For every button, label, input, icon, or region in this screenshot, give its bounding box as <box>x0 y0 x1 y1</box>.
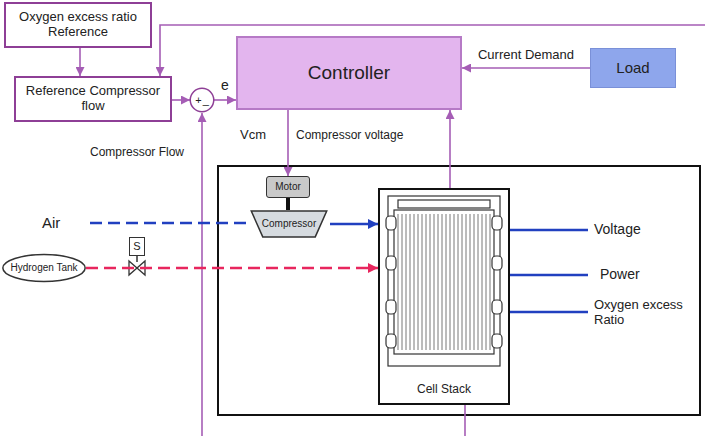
summing-junction: +_ <box>190 88 214 112</box>
port <box>386 300 396 314</box>
manifold-ports <box>386 216 502 348</box>
cell-plate <box>438 214 439 350</box>
port <box>386 216 396 230</box>
cell-plate <box>458 214 459 350</box>
connector <box>449 110 451 188</box>
hydrogen-tank: Hydrogen Tank <box>2 254 86 282</box>
edge-label: Current Demand <box>476 48 576 63</box>
cell-plate <box>442 214 443 350</box>
connector <box>86 267 378 270</box>
feedback-wire <box>201 113 203 436</box>
port <box>492 300 502 314</box>
cell-plate <box>450 214 451 350</box>
cell-plate <box>486 214 487 350</box>
cell-plate <box>426 214 427 350</box>
cell-plate <box>466 214 467 350</box>
cell-plate <box>462 214 463 350</box>
node-text: S <box>133 240 140 253</box>
reference-box: Oxygen excess ratio Reference <box>4 2 152 48</box>
cell-stack-box: Cell Stack <box>378 188 510 405</box>
cell-plate <box>446 214 447 350</box>
cell-plate <box>422 214 423 350</box>
cell-plate <box>402 214 403 350</box>
end-plate <box>398 200 490 208</box>
cell-plate <box>430 214 431 350</box>
node-text: Reference Compressor flow <box>22 84 164 114</box>
cell-plate <box>398 214 399 350</box>
connector <box>214 99 236 101</box>
connector <box>330 223 378 226</box>
node-text: + <box>195 94 201 107</box>
cell-plate <box>478 214 479 350</box>
load-box: Load <box>590 48 676 88</box>
cell-plate <box>470 214 471 350</box>
output-label: Oxygen excess Ratio <box>594 298 694 328</box>
signal-label: Compressor voltage <box>296 129 403 143</box>
solenoid-valve-box: S <box>129 237 145 256</box>
signal-name: Vcm <box>240 128 266 143</box>
port <box>386 256 396 270</box>
port <box>492 334 502 348</box>
output-line <box>510 311 588 314</box>
output-line <box>510 229 588 232</box>
cell-plates <box>398 214 490 350</box>
connector <box>462 67 590 69</box>
inlet-label: Air <box>42 214 60 231</box>
cell-plate <box>418 214 419 350</box>
cell-plate <box>454 214 455 350</box>
cell-plate <box>474 214 475 350</box>
node-text: Hydrogen Tank <box>10 262 77 274</box>
node-text: Motor <box>275 181 301 193</box>
stack-body <box>394 210 494 354</box>
cell-plate <box>410 214 411 350</box>
connector <box>172 99 190 101</box>
reference-box: Reference Compressor flow <box>14 76 172 122</box>
signal-wire <box>464 405 466 436</box>
shape-outline <box>190 88 214 112</box>
edge-label: e <box>219 77 231 93</box>
output-line <box>510 274 588 277</box>
summing-junction-outline <box>190 88 214 112</box>
node-text: Cell Stack <box>417 383 471 397</box>
cell-plate <box>406 214 407 350</box>
port <box>492 216 502 230</box>
valve-stem <box>136 256 138 262</box>
shape-outline <box>3 255 85 282</box>
stack-frame <box>388 196 500 366</box>
cell-plate <box>482 214 483 350</box>
shape-outline <box>251 211 326 237</box>
compressor-symbol: Compressor <box>248 210 330 238</box>
cell-plate <box>490 214 491 350</box>
node-text: Compressor <box>262 218 316 230</box>
port <box>386 334 396 348</box>
connector <box>287 110 289 176</box>
port <box>492 256 502 270</box>
connector <box>79 48 81 76</box>
controller-box: Controller <box>236 36 462 110</box>
signal-label: Compressor Flow <box>90 146 184 160</box>
cell-plate <box>414 214 415 350</box>
node-text: Load <box>616 59 649 76</box>
node-text: _ <box>203 94 209 107</box>
output-label: Power <box>600 266 640 282</box>
connector <box>286 198 290 210</box>
node-text: Oxygen excess ratio Reference <box>12 10 144 40</box>
output-label: Voltage <box>594 221 641 237</box>
air-inlet-line <box>90 222 246 225</box>
cell-plate <box>434 214 435 350</box>
node-text: Controller <box>308 62 390 84</box>
motor-box: Motor <box>266 176 310 198</box>
system-housing <box>218 166 700 415</box>
